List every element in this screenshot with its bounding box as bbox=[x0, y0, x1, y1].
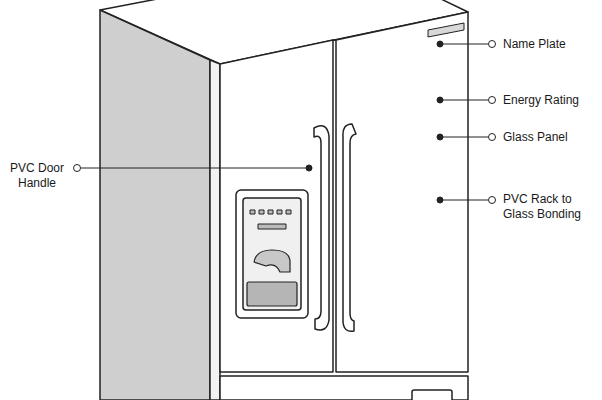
dispenser-buttons bbox=[250, 210, 291, 229]
fridge-side-panel bbox=[100, 10, 210, 400]
left-door-handle bbox=[314, 126, 329, 330]
callout-label: PVC Rack to Glass Bonding bbox=[503, 192, 591, 222]
right-door bbox=[336, 12, 468, 372]
leader-lines bbox=[74, 41, 496, 204]
callout-label: PVC Door Handle bbox=[2, 161, 72, 191]
dispenser-frame bbox=[236, 190, 308, 318]
ice-chute bbox=[254, 250, 290, 272]
callout-label: Name Plate bbox=[503, 37, 566, 52]
door-edge bbox=[210, 60, 220, 400]
right-door-handle bbox=[343, 124, 356, 331]
door-seam bbox=[333, 39, 336, 41]
drawer-handle bbox=[412, 390, 452, 400]
callout-label: Glass Panel bbox=[503, 130, 568, 145]
drip-tray bbox=[247, 282, 297, 306]
callout-label: Energy Rating bbox=[503, 93, 579, 108]
left-door bbox=[220, 40, 333, 372]
dispenser-recess bbox=[243, 198, 301, 310]
name-plate bbox=[428, 23, 464, 37]
